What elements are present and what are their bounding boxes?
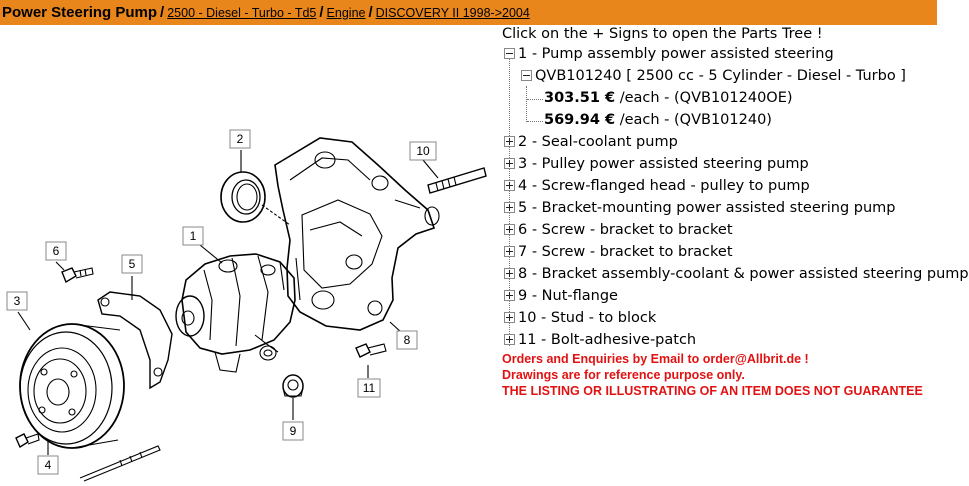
expand-plus-icon[interactable] — [504, 333, 515, 345]
svg-text:8: 8 — [404, 333, 411, 347]
parts-diagram-drawing: 2 1 3 5 6 8 10 — [6, 129, 487, 482]
tree-item-label: 7 - Screw - bracket to bracket — [518, 244, 733, 260]
collapse-minus-icon[interactable] — [521, 69, 532, 81]
price-value: 569.94 € — [544, 112, 616, 128]
pump-assembly-part — [175, 253, 296, 373]
svg-text:11: 11 — [363, 381, 376, 395]
callout-11: 11 — [357, 378, 381, 398]
notice-orders: Orders and Enquiries by Email to order@A… — [502, 352, 809, 366]
price-row-oe[interactable]: 303.51 € /each - (QVB101240OE) — [544, 88, 793, 108]
price-value: 303.51 € — [544, 90, 616, 106]
notice-guarantee: THE LISTING OR ILLUSTRATING OF AN ITEM D… — [502, 384, 923, 398]
collapse-minus-icon[interactable] — [504, 47, 515, 59]
svg-text:3: 3 — [14, 294, 21, 308]
svg-text:1: 1 — [190, 229, 197, 243]
tree-item-label: 2 - Seal-coolant pump — [518, 134, 678, 150]
expand-plus-icon[interactable] — [504, 223, 515, 235]
bracket-mounting-part — [97, 291, 173, 390]
breadcrumb-link-model[interactable]: DISCOVERY II 1998->2004 — [375, 6, 530, 20]
parts-tree: Click on the + Signs to open the Parts T… — [502, 26, 969, 481]
breadcrumb-separator: / — [319, 4, 324, 21]
bolt-adhesive-part — [355, 343, 387, 358]
leader-line-3 — [17, 311, 31, 331]
tree-item-10[interactable]: 10 - Stud - to block — [504, 308, 656, 328]
price-suffix: /each - (QVB101240) — [619, 112, 772, 128]
svg-text:9: 9 — [290, 424, 297, 438]
tree-item-7[interactable]: 7 - Screw - bracket to bracket — [504, 242, 733, 262]
svg-text:6: 6 — [53, 244, 60, 258]
tree-item-label: 8 - Bracket assembly-coolant & power ass… — [518, 266, 969, 282]
bracket-assembly-part — [274, 137, 440, 331]
svg-text:4: 4 — [45, 458, 52, 472]
callout-10: 10 — [409, 141, 437, 161]
tree-instruction: Click on the + Signs to open the Parts T… — [502, 26, 823, 42]
expand-plus-icon[interactable] — [504, 135, 515, 147]
leader-line-10 — [422, 159, 439, 179]
leader-line-seal — [261, 204, 291, 226]
svg-text:10: 10 — [416, 144, 430, 158]
screw-flanged-part — [15, 433, 40, 449]
nut-flange-part — [282, 374, 304, 398]
tree-item-1[interactable]: 1 - Pump assembly power assisted steerin… — [504, 44, 834, 64]
callout-6: 6 — [45, 241, 67, 261]
long-bolt-part — [79, 445, 161, 482]
tree-connector — [527, 99, 543, 100]
seal-coolant-pump-part — [220, 171, 266, 223]
tree-item-6[interactable]: 6 - Screw - bracket to bracket — [504, 220, 733, 240]
tree-item-9[interactable]: 9 - Nut-flange — [504, 286, 618, 306]
tree-item-label: 3 - Pulley power assisted steering pump — [518, 156, 809, 172]
tree-connector — [526, 86, 527, 122]
callout-1: 1 — [182, 226, 204, 246]
callout-9: 9 — [282, 421, 304, 441]
callout-2: 2 — [229, 129, 251, 149]
tree-item-11[interactable]: 11 - Bolt-adhesive-patch — [504, 330, 696, 350]
tree-item-label: 5 - Bracket-mounting power assisted stee… — [518, 200, 896, 216]
tree-item-label: 11 - Bolt-adhesive-patch — [518, 332, 697, 348]
tree-item-label: 9 - Nut-flange — [518, 288, 618, 304]
expand-plus-icon[interactable] — [504, 311, 515, 323]
expand-plus-icon[interactable] — [504, 245, 515, 257]
breadcrumb-separator: / — [368, 4, 373, 21]
tree-item-label: 6 - Screw - bracket to bracket — [518, 222, 733, 238]
tree-item-8[interactable]: 8 - Bracket assembly-coolant & power ass… — [504, 264, 969, 284]
tree-item-5[interactable]: 5 - Bracket-mounting power assisted stee… — [504, 198, 895, 218]
tree-item-3[interactable]: 3 - Pulley power assisted steering pump — [504, 154, 809, 174]
tree-subitem-label: QVB101240 [ 2500 cc - 5 Cylinder - Diese… — [535, 68, 906, 84]
notice-drawings: Drawings are for reference purpose only. — [502, 368, 745, 382]
page-title: Power Steering Pump — [2, 4, 158, 21]
parts-diagram: 2 1 3 5 6 8 10 — [0, 26, 495, 482]
pulley-part — [19, 323, 125, 449]
price-suffix: /each - (QVB101240OE) — [619, 90, 793, 106]
price-row-aftermarket[interactable]: 569.94 € /each - (QVB101240) — [544, 110, 772, 130]
tree-item-4[interactable]: 4 - Screw-flanged head - pulley to pump — [504, 176, 810, 196]
breadcrumb-link-engine-variant[interactable]: 2500 - Diesel - Turbo - Td5 — [167, 6, 317, 20]
tree-subitem-qvb101240[interactable]: QVB101240 [ 2500 cc - 5 Cylinder - Diese… — [521, 66, 906, 86]
callout-3: 3 — [6, 291, 28, 311]
expand-plus-icon[interactable] — [504, 289, 515, 301]
leader-line-6 — [55, 261, 65, 271]
tree-connector — [527, 121, 543, 122]
page-header: Power Steering Pump/2500 - Diesel - Turb… — [0, 0, 937, 25]
expand-plus-icon[interactable] — [504, 157, 515, 169]
tree-connector — [509, 56, 510, 346]
expand-plus-icon[interactable] — [504, 201, 515, 213]
screw-bracket-part — [61, 267, 94, 284]
breadcrumb-link-engine[interactable]: Engine — [326, 6, 366, 20]
tree-item-label: 10 - Stud - to block — [518, 310, 657, 326]
svg-text:2: 2 — [237, 132, 244, 146]
expand-plus-icon[interactable] — [504, 267, 515, 279]
callout-4: 4 — [37, 455, 59, 475]
tree-item-label: 1 - Pump assembly power assisted steerin… — [518, 46, 834, 62]
tree-item-2[interactable]: 2 - Seal-coolant pump — [504, 132, 678, 152]
svg-text:5: 5 — [129, 257, 136, 271]
breadcrumb-separator: / — [160, 4, 165, 21]
callout-8: 8 — [396, 330, 418, 350]
stud-part — [427, 167, 487, 194]
callout-5: 5 — [121, 254, 143, 274]
expand-plus-icon[interactable] — [504, 179, 515, 191]
tree-item-label: 4 - Screw-flanged head - pulley to pump — [518, 178, 810, 194]
